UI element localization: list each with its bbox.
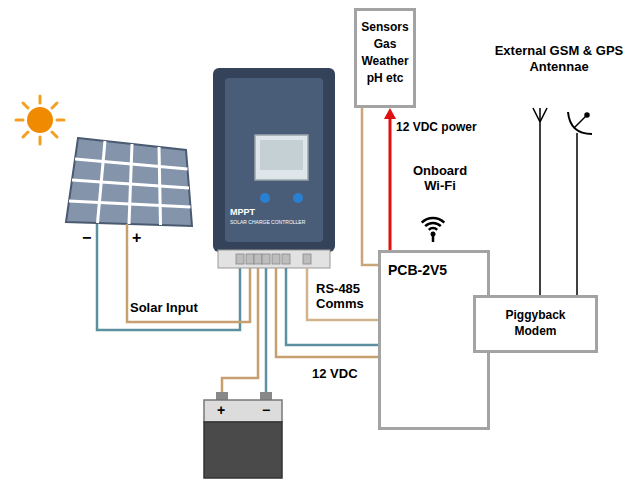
sensor-box: Sensors Gas Weather pH etc bbox=[354, 8, 416, 108]
charge-controller: MPPT SOLAR CHARGE CONTROLLER bbox=[213, 68, 335, 268]
supply-label: 12 VDC bbox=[312, 366, 358, 381]
sensor-list: Sensors Gas Weather pH etc bbox=[360, 19, 410, 87]
wifi-label: Onboard Wi-Fi bbox=[404, 163, 476, 193]
sun-icon bbox=[16, 96, 64, 144]
polarity-sign: − bbox=[82, 230, 91, 246]
battery-wire bbox=[222, 268, 258, 392]
solar-panel bbox=[66, 138, 192, 226]
connector bbox=[286, 268, 378, 345]
battery-symbol bbox=[204, 392, 282, 478]
connector bbox=[307, 268, 378, 320]
modem-name: Piggyback Modem bbox=[496, 307, 576, 339]
wifi-symbol bbox=[422, 218, 445, 242]
wire-line bbox=[307, 268, 378, 320]
gps-antenna bbox=[568, 112, 592, 295]
wire-line bbox=[362, 108, 378, 265]
board-name: PCB-2V5 bbox=[388, 262, 483, 279]
connector bbox=[362, 108, 378, 265]
charge-controller-body bbox=[213, 68, 335, 268]
brand-text: MPPT bbox=[230, 207, 255, 217]
polarity-sign: + bbox=[217, 402, 225, 418]
model-text: SOLAR CHARGE CONTROLLER bbox=[230, 219, 305, 225]
antenna-label: External GSM & GPS Antennae bbox=[490, 43, 628, 75]
solar-input-label: Solar Input bbox=[130, 300, 198, 315]
modem-box: Piggyback Modem bbox=[473, 295, 598, 353]
connector bbox=[276, 268, 378, 357]
power-label: 12 VDC power bbox=[396, 120, 477, 134]
comms-label: RS-485 Comms bbox=[316, 281, 374, 311]
connector bbox=[384, 108, 396, 250]
gsm-antenna bbox=[533, 108, 547, 295]
polarity-sign: − bbox=[262, 402, 270, 418]
arrow-head bbox=[384, 108, 396, 119]
polarity-sign: + bbox=[132, 230, 141, 246]
battery-wire bbox=[265, 268, 268, 392]
wire-line bbox=[389, 119, 392, 250]
wire-line bbox=[286, 268, 378, 345]
wire-line bbox=[276, 268, 378, 357]
